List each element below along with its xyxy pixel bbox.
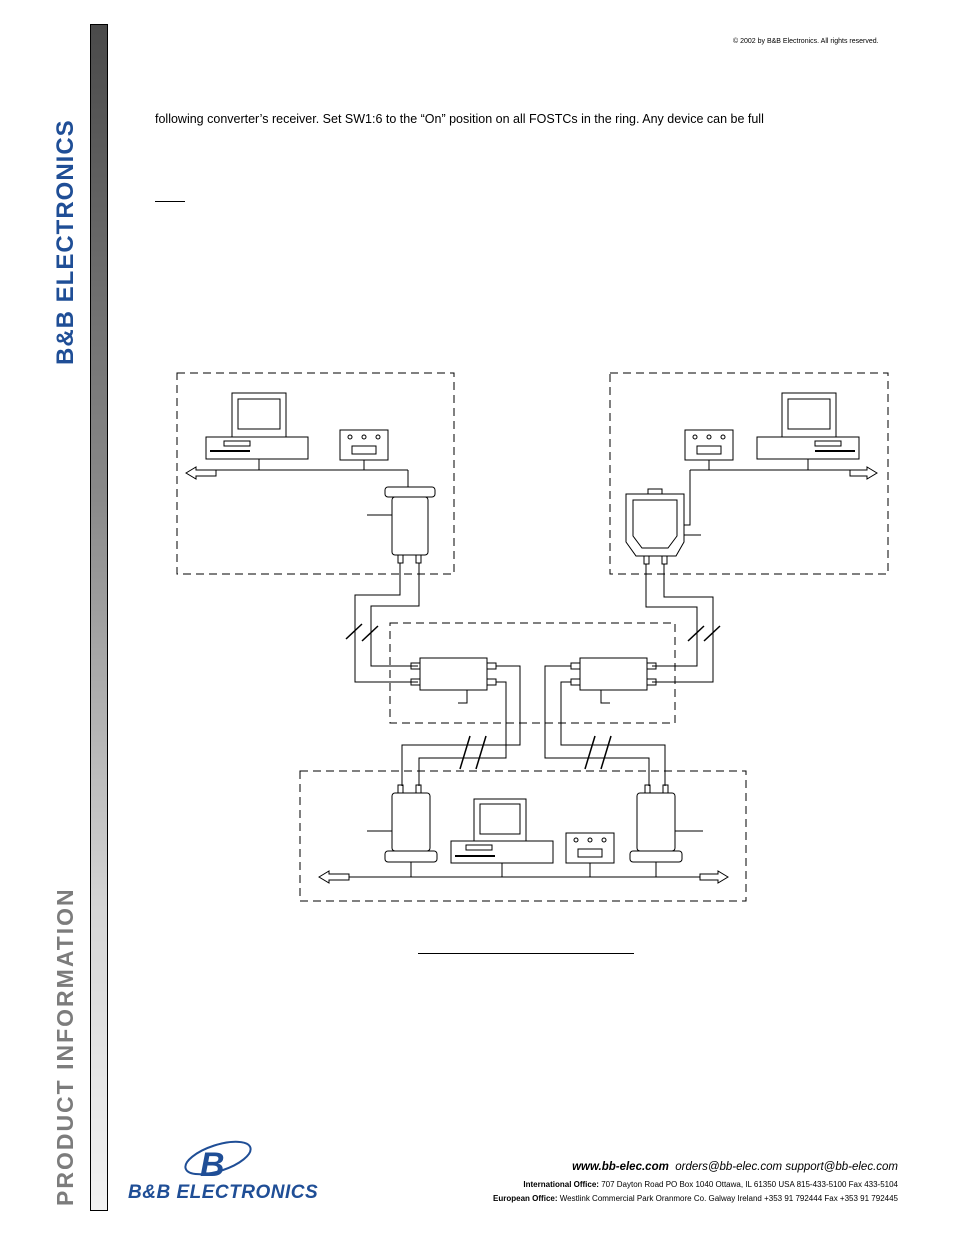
sidebar-gradient-bar bbox=[90, 24, 108, 1211]
modem-icon bbox=[339, 429, 389, 461]
node-box-top-right bbox=[609, 372, 889, 575]
converter-icon bbox=[625, 488, 701, 565]
international-office: International Office: 707 Dayton Road PO… bbox=[523, 1180, 898, 1189]
repeater-right bbox=[570, 657, 657, 704]
converter-icon bbox=[629, 784, 703, 863]
node-box-bottom bbox=[299, 770, 747, 902]
bb-logo-mark: B bbox=[184, 1140, 252, 1184]
computer-icon bbox=[756, 392, 860, 460]
repeater-left bbox=[410, 657, 497, 704]
figure-caption-underline bbox=[418, 953, 634, 954]
dashed-node-boxes bbox=[176, 372, 889, 902]
european-office: European Office: Westlink Commercial Par… bbox=[493, 1194, 898, 1203]
left-arrow-icon bbox=[318, 870, 350, 884]
note-underline bbox=[155, 201, 185, 202]
right-arrow-icon bbox=[849, 466, 878, 480]
intl-office-label: International Office: bbox=[523, 1180, 599, 1189]
modem-icon bbox=[565, 832, 615, 864]
euro-office-label: European Office: bbox=[493, 1194, 558, 1203]
node-box-top-left bbox=[176, 372, 455, 575]
right-arrow-icon bbox=[699, 870, 729, 884]
website-link[interactable]: www.bb-elec.com bbox=[572, 1161, 669, 1173]
copyright-notice: © 2002 by B&B Electronics. All rights re… bbox=[733, 38, 879, 45]
modem-icon bbox=[684, 429, 734, 461]
contact-web: www.bb-elec.com orders@bb-elec.com suppo… bbox=[572, 1161, 898, 1173]
converter-icon bbox=[367, 784, 438, 863]
logo-wordmark: B&B ELECTRONICS bbox=[128, 1182, 319, 1203]
contact-emails[interactable]: orders@bb-elec.com support@bb-elec.com bbox=[675, 1161, 898, 1173]
logo-mark-letter: B bbox=[200, 1146, 225, 1184]
computer-icon bbox=[205, 392, 309, 460]
converter-icon bbox=[367, 486, 436, 564]
body-paragraph: following converter’s receiver. Set SW1:… bbox=[155, 112, 764, 126]
computer-icon bbox=[450, 798, 554, 864]
node-box-middle bbox=[389, 622, 676, 724]
euro-office-text: Westlink Commercial Park Oranmore Co. Ga… bbox=[559, 1194, 898, 1203]
intl-office-text: 707 Dayton Road PO Box 1040 Ottawa, IL 6… bbox=[601, 1180, 898, 1189]
left-arrow-icon bbox=[185, 466, 217, 480]
